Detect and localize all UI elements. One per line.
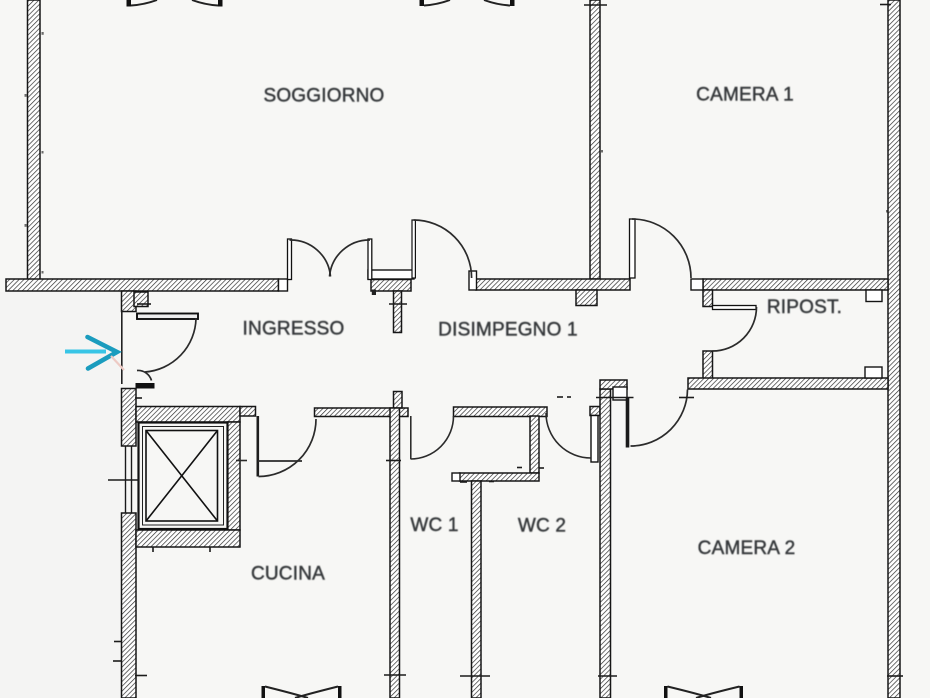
svg-text:DISIMPEGNO 1: DISIMPEGNO 1 [438,320,578,341]
svg-text:RIPOST.: RIPOST. [767,297,842,318]
svg-text:CUCINA: CUCINA [251,564,325,585]
svg-text:WC 2: WC 2 [518,516,566,537]
svg-text:SOGGIORNO: SOGGIORNO [263,86,384,107]
svg-text:INGRESSO: INGRESSO [243,319,345,340]
svg-text:WC 1: WC 1 [410,515,458,536]
svg-text:CAMERA 1: CAMERA 1 [696,85,794,106]
svg-text:CAMERA 2: CAMERA 2 [698,538,796,559]
